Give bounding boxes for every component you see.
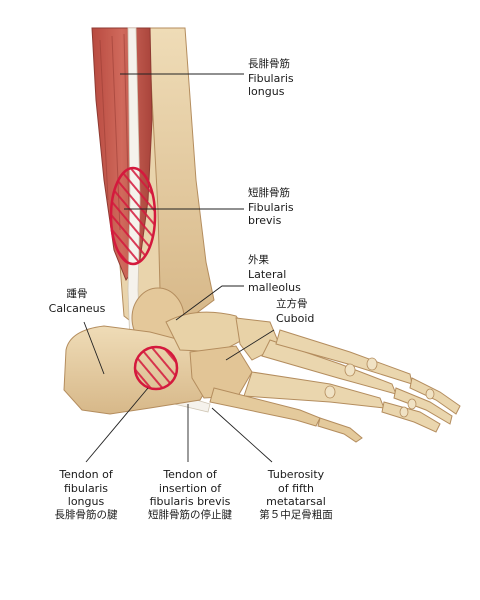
label-calcaneus-jp: 踵骨 xyxy=(66,288,88,300)
label-tendon-brevis-en1: Tendon of xyxy=(163,468,217,481)
highlight-tendon-region xyxy=(133,345,179,391)
label-fibularis-longus-en1: Fibularis xyxy=(248,71,294,85)
label-fibularis-longus-jp: 長腓骨筋 xyxy=(248,58,290,70)
label-tuberosity-en2: of fifth xyxy=(278,481,314,495)
label-tendon-longus-jp: 長腓骨筋の腱 xyxy=(54,508,118,521)
label-lateral-malleolus-jp: 外果 xyxy=(248,254,269,266)
label-tendon-brevis-en2: insertion of xyxy=(158,481,222,495)
label-calcaneus-en1: Calcaneus xyxy=(48,301,106,315)
label-fibularis-longus-en2: longus xyxy=(248,85,285,98)
label-fibularis-brevis-en2: brevis xyxy=(248,214,282,227)
label-tendon-longus-en3: longus xyxy=(67,495,105,508)
highlight-muscle-region xyxy=(109,166,157,266)
label-tendon-longus-en2: fibularis xyxy=(64,481,108,495)
leader-lines xyxy=(83,73,275,463)
label-tendon-brevis-en3: fibularis brevis xyxy=(149,495,231,508)
label-fibularis-brevis-en1: Fibularis xyxy=(248,200,294,214)
label-lateral-malleolus-en1: Lateral xyxy=(248,267,287,281)
label-tuberosity-fifth-metatarsal: Tuberosity of fifth metatarsal 第５中足骨粗面 xyxy=(244,468,348,522)
label-tendon-fibularis-brevis: Tendon of insertion of fibularis brevis … xyxy=(134,468,246,522)
label-fibularis-brevis-jp: 短腓骨筋 xyxy=(248,187,290,199)
label-tendon-brevis-jp: 短腓骨筋の停止腱 xyxy=(148,508,232,521)
label-cuboid: 立方骨 Cuboid xyxy=(276,298,314,325)
label-tuberosity-en1: Tuberosity xyxy=(267,468,325,481)
label-tendon-longus-en1: Tendon of xyxy=(59,468,113,481)
label-fibularis-brevis: 短腓骨筋 Fibularis brevis xyxy=(248,187,294,228)
label-fibularis-longus: 長腓骨筋 Fibularis longus xyxy=(248,58,294,99)
label-calcaneus: 踵骨 Calcaneus xyxy=(44,288,110,315)
label-lateral-malleolus-en2: malleolus xyxy=(248,281,301,294)
label-cuboid-jp: 立方骨 xyxy=(276,298,308,310)
label-cuboid-en1: Cuboid xyxy=(276,311,315,325)
label-tuberosity-en3: metatarsal xyxy=(266,495,326,508)
talus xyxy=(165,311,251,353)
label-tuberosity-jp: 第５中足骨粗面 xyxy=(259,508,333,521)
label-tendon-fibularis-longus: Tendon of fibularis longus 長腓骨筋の腱 xyxy=(34,468,138,522)
label-lateral-malleolus: 外果 Lateral malleolus xyxy=(248,254,301,295)
